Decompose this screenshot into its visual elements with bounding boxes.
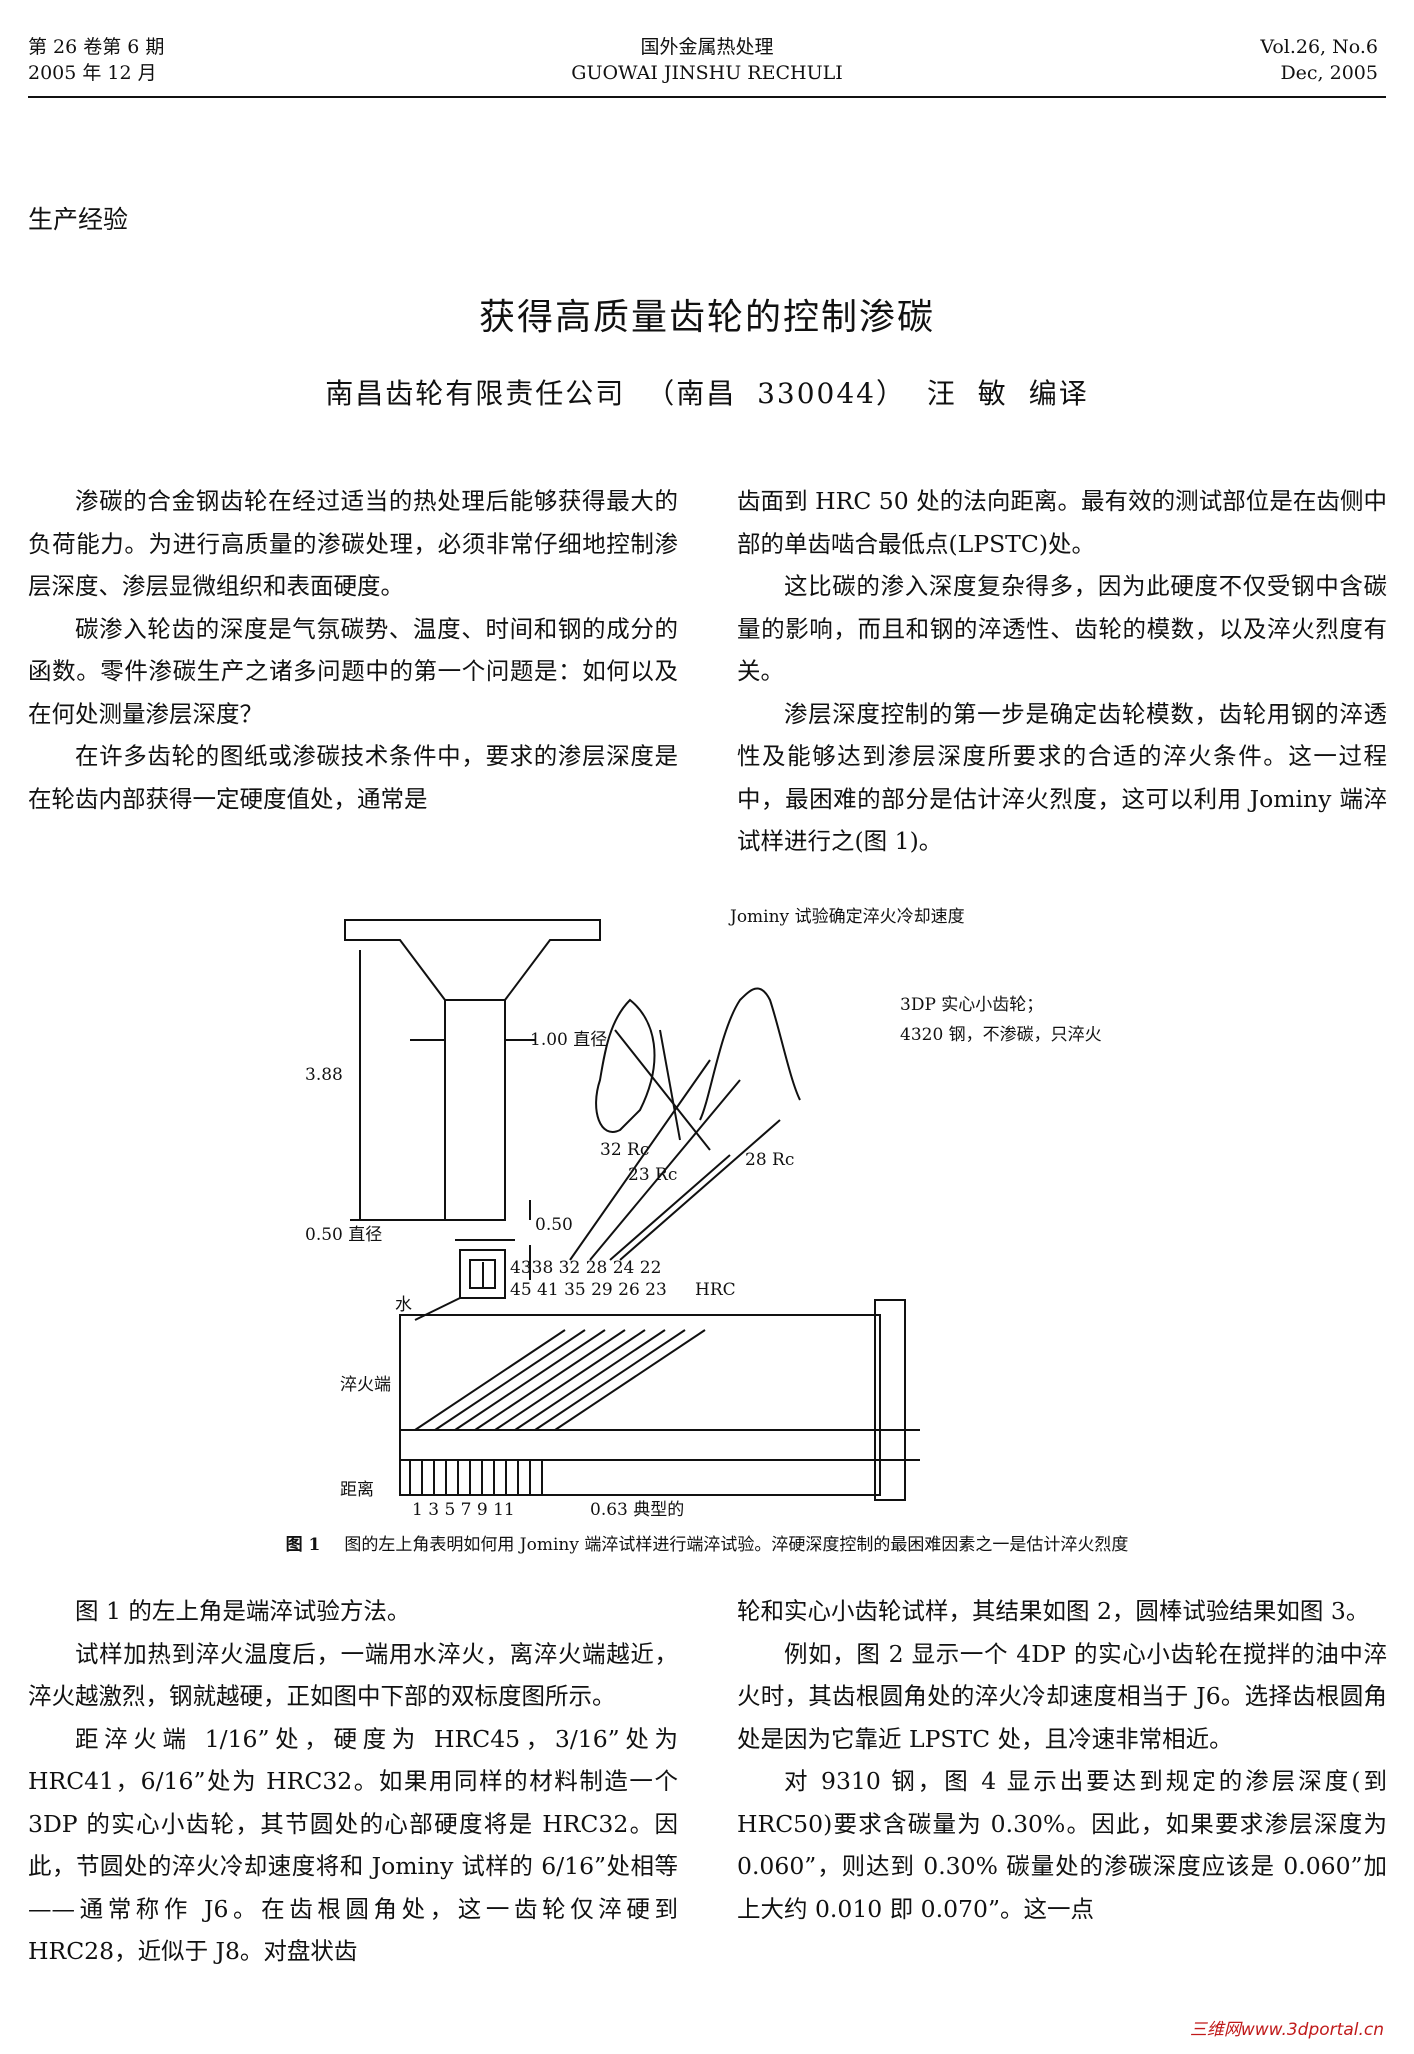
paragraph: 在许多齿轮的图纸或渗碳技术条件中，要求的渗层深度是在轮齿内部获得一定硬度值处，通… xyxy=(28,742,678,813)
paragraph: 渗层深度控制的第一步是确定齿轮模数，齿轮用钢的淬透性及能够达到渗层深度所要求的合… xyxy=(737,699,1387,856)
article-title: 获得高质量齿轮的控制渗碳 xyxy=(478,297,935,338)
paragraph: 齿面到 HRC 50 处的法向距离。最有效的测试部位是在齿侧中部的单齿啮合最低点… xyxy=(737,487,1387,558)
paragraph: 试样加热到淬火温度后，一端用水淬火，离淬火端越近，淬火越激烈，钢就越硬，正如图中… xyxy=(28,1639,678,1711)
section-label: 生产经验 xyxy=(28,205,129,234)
gear-profile xyxy=(699,987,801,1121)
label-typical: 0.63 典型的 xyxy=(590,1500,684,1520)
label-jominy-title: Jominy 试验确定淬火冷却速度 xyxy=(728,907,965,927)
label-23rc: 23 Rc xyxy=(628,1165,677,1185)
watermark: 三维网www.3dportal.cn xyxy=(1189,2020,1384,2040)
body-column-1: 渗碳的合金钢齿轮在经过适当的热处理后能够获得最大的负荷能力。为进行高质量的渗碳处… xyxy=(28,480,678,820)
header-rule xyxy=(28,96,1386,98)
article-author: 南昌齿轮有限责任公司 （南昌 330044） 汪 敏 编译 xyxy=(325,377,1089,410)
label-pinion-1: 3DP 实心小齿轮； xyxy=(900,995,1043,1015)
paragraph: 例如，图 2 显示一个 4DP 的实心小齿轮在搅拌的油中淬火时，其齿根圆角处的淬… xyxy=(737,1639,1387,1753)
paragraph: 碳渗入轮齿的深度是气氛碳势、温度、时间和钢的成分的函数。零件渗碳生产之诸多问题中… xyxy=(28,614,678,728)
header-journal-en: GUOWAI JINSHU RECHULI xyxy=(571,62,843,84)
header-center: 国外金属热处理 GUOWAI JINSHU RECHULI xyxy=(0,34,1414,86)
header-left: 第 26 卷第 6 期 2005 年 12 月 xyxy=(28,34,164,86)
header-volume-cn: 第 26 卷第 6 期 xyxy=(28,36,165,58)
paragraph: 渗碳的合金钢齿轮在经过适当的热处理后能够获得最大的负荷能力。为进行高质量的渗碳处… xyxy=(28,487,678,600)
pinion-tooth xyxy=(595,998,656,1133)
caption-number: 图 1 xyxy=(285,1535,321,1555)
label-050: 0.50 xyxy=(535,1215,573,1235)
water-nozzle xyxy=(459,1249,506,1299)
paragraph: 对 9310 钢，图 4 显示出要达到规定的渗层深度(到 HRC50)要求含碳量… xyxy=(737,1767,1387,1923)
header-date-en: Dec, 2005 xyxy=(1280,62,1378,84)
label-050-diameter: 0.50 直径 xyxy=(305,1225,382,1245)
label-hrc-bottom: 45 41 35 29 26 23 xyxy=(510,1280,667,1300)
body-column-4: 轮和实心小齿轮试样，其结果如图 2，圆棒试验结果如图 3。 例如，图 2 显示一… xyxy=(737,1590,1387,1930)
header-date-cn: 2005 年 12 月 xyxy=(28,62,157,84)
label-pinion-2: 4320 钢，不渗碳，只淬火 xyxy=(900,1025,1102,1045)
label-hrc-top: 4338 32 28 24 22 xyxy=(510,1258,661,1278)
paragraph: 图 1 的左上角是端淬试验方法。 xyxy=(75,1597,411,1625)
jominy-bar-outline xyxy=(399,1314,881,1496)
hardness-bands xyxy=(414,1329,706,1431)
header-right: Vol.26, No.6 Dec, 2005 xyxy=(1260,34,1378,86)
header-volume-en: Vol.26, No.6 xyxy=(1260,36,1378,58)
paragraph: 距淬火端 1/16”处，硬度为 HRC45，3/16”处为 HRC41，6/16… xyxy=(28,1724,678,1966)
specimen-outline xyxy=(344,919,601,1221)
figure-1-jominy-diagram: Jominy 试验确定淬火冷却速度 3DP 实心小齿轮； 4320 钢，不渗碳，… xyxy=(305,907,1102,1520)
paragraph: 这比碳的渗入深度复杂得多，因为此硬度不仅受钢中含碳量的影响，而且和钢的淬透性、齿… xyxy=(737,572,1387,685)
caption-text: 图的左上角表明如何用 Jominy 端淬试样进行端淬试验。淬硬深度控制的最困难因… xyxy=(344,1535,1129,1555)
label-hrc: HRC xyxy=(695,1280,736,1300)
label-28rc: 28 Rc xyxy=(745,1150,794,1170)
distance-ticks xyxy=(409,1460,543,1495)
label-388: 3.88 xyxy=(305,1065,343,1085)
label-distance: 距离 xyxy=(340,1480,374,1500)
label-100: 1.00 直径 xyxy=(530,1030,607,1050)
label-distance-ticks: 1 3 5 7 9 11 xyxy=(412,1500,515,1520)
header-journal-cn: 国外金属热处理 xyxy=(640,36,774,58)
body-column-3: 图 1 的左上角是端淬试验方法。 试样加热到淬火温度后，一端用水淬火，离淬火端越… xyxy=(28,1590,678,1973)
body-column-2: 齿面到 HRC 50 处的法向距离。最有效的测试部位是在齿侧中部的单齿啮合最低点… xyxy=(737,480,1387,863)
label-quench-end: 淬火端 xyxy=(340,1375,391,1395)
label-32rc: 32 Rc xyxy=(600,1140,649,1160)
label-water: 水 xyxy=(395,1295,412,1315)
paragraph: 轮和实心小齿轮试样，其结果如图 2，圆棒试验结果如图 3。 xyxy=(737,1597,1370,1625)
figure-caption: 图 1 图的左上角表明如何用 Jominy 端淬试样进行端淬试验。淬硬深度控制的最… xyxy=(0,1530,1414,1555)
